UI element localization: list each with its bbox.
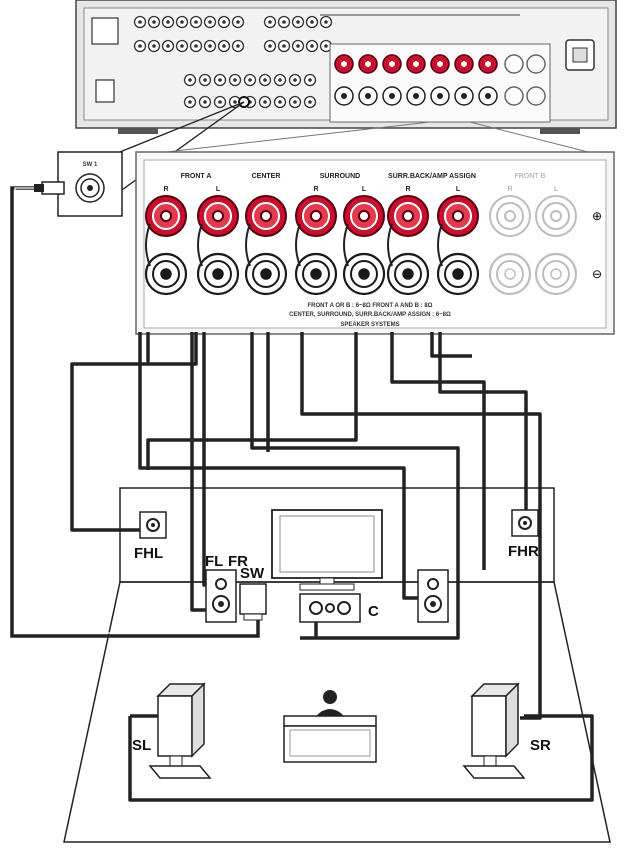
terminal-post-9: [534, 195, 578, 296]
group-label-front-b: FRONT B: [514, 173, 545, 180]
label-sw: SW: [240, 565, 265, 582]
ch-label-surround-r: R: [313, 186, 318, 193]
label-fhr: FHR: [508, 543, 539, 560]
label-c: C: [368, 603, 379, 620]
sw-jack-label: SW 1: [83, 162, 98, 168]
rear-terminal-6: [454, 54, 474, 106]
rear-terminal-2: [358, 54, 378, 106]
group-label-surround: SURROUND: [320, 173, 360, 180]
rear-speaker-terminals: [334, 54, 546, 106]
subwoofer-cable: [10, 186, 260, 638]
group-label-surr-back: SURR.BACK/AMP ASSIGN: [388, 173, 476, 180]
label-fr: FR: [228, 553, 248, 570]
ch-label-surr-back-l: L: [456, 186, 461, 193]
impedance-line-1: FRONT A OR B : 6~8Ω FRONT A AND B : 8Ω: [307, 303, 432, 309]
ch-label-front-b-l: L: [554, 186, 559, 193]
rear-terminal-7: [478, 54, 498, 106]
terminal-post-7: [436, 195, 480, 296]
sw-jack-callout: SW 1: [34, 151, 123, 217]
ch-label-front-b-r: R: [507, 186, 512, 193]
plus-symbol: ⊕: [592, 209, 602, 223]
receiver-rear-panel: [75, 0, 617, 134]
speaker-fr: [417, 569, 449, 623]
terminal-post-4: [294, 195, 338, 296]
ch-label-surr-back-r: R: [405, 186, 410, 193]
sw-callout-line: [99, 101, 245, 161]
speaker-center: C: [299, 593, 379, 623]
terminal-post-1: [144, 195, 188, 296]
minus-symbol: ⊖: [592, 267, 602, 281]
rear-terminal-5: [430, 54, 450, 106]
speaker-fhl: FHL: [134, 511, 167, 562]
label-sl: SL: [132, 737, 151, 754]
terminal-post-8: [488, 195, 532, 296]
rca-plug-icon: [41, 181, 65, 195]
rear-terminal-3: [382, 54, 402, 106]
speaker-fl: [205, 569, 237, 623]
label-fl: FL: [205, 553, 223, 570]
impedance-line-2: CENTER, SURROUND, SURR.BACK/AMP ASSIGN :…: [289, 312, 451, 318]
label-sr: SR: [530, 737, 551, 754]
panel-footer-label: SPEAKER SYSTEMS: [340, 322, 399, 328]
ch-label-surround-l: L: [362, 186, 367, 193]
ch-label-front-a-r: R: [163, 186, 168, 193]
panel-terminal-posts: [144, 195, 578, 296]
power-inlet-icon: [565, 39, 595, 71]
speaker-sw: SW: [239, 565, 267, 621]
speaker-terminal-panel: FRONT A CENTER SURROUND SURR.BACK/AMP AS…: [135, 151, 615, 335]
panel-callout-line: [139, 121, 431, 156]
ch-label-front-a-l: L: [216, 186, 221, 193]
input-jack-block: [91, 14, 520, 109]
panel-callout-line-2: [469, 121, 601, 156]
room-outline: [63, 487, 611, 843]
terminal-post-2: [196, 195, 240, 296]
rear-terminal-4: [406, 54, 426, 106]
speaker-sr: SR: [462, 682, 551, 779]
rear-terminal-1: [334, 54, 354, 106]
terminal-post-3: [244, 195, 288, 296]
speaker-fhr: FHR: [508, 509, 539, 560]
listener-icon: [283, 690, 377, 763]
group-label-front-a: FRONT A: [181, 173, 212, 180]
group-label-center: CENTER: [252, 173, 281, 180]
tv-icon: [271, 509, 383, 591]
terminal-post-5: [342, 195, 386, 296]
speaker-sl: SL: [132, 682, 212, 779]
label-fhl: FHL: [134, 545, 163, 562]
terminal-post-6: [386, 195, 430, 296]
